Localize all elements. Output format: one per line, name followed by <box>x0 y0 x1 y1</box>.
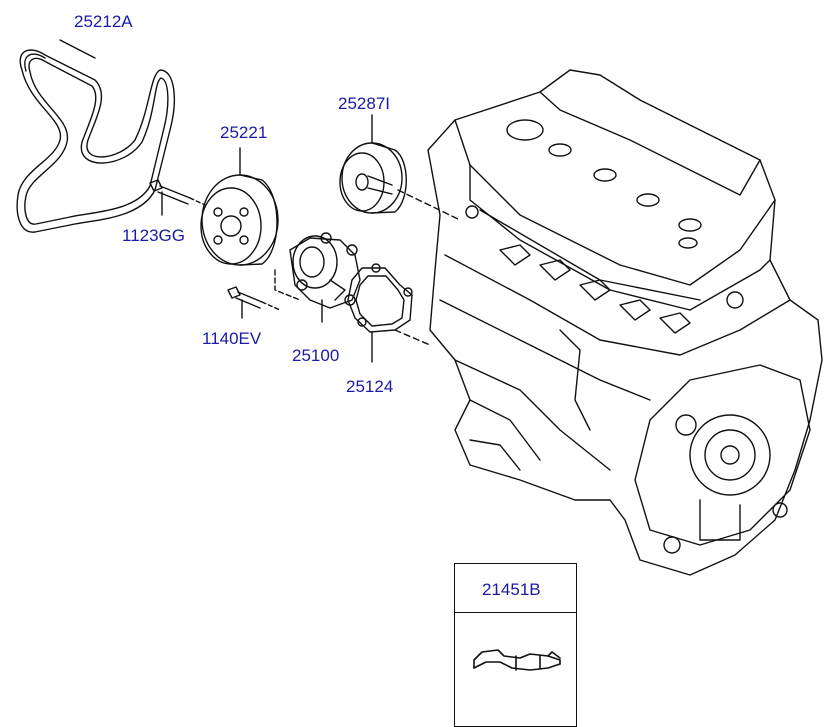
pulley-part-label: 25221 <box>220 123 268 142</box>
inset-divider <box>455 612 576 613</box>
inset-part-label: 21451B <box>482 580 541 599</box>
inset-part-drawing <box>473 649 561 671</box>
pump-pulley-drawing <box>200 147 279 266</box>
gasket-part-label: 25124 <box>346 377 394 396</box>
tensioner-pulley-drawing <box>339 114 461 221</box>
pump-bolt-part-label: 1140EV <box>202 329 262 348</box>
inset-box: 21451B <box>454 563 577 727</box>
gasket-drawing <box>347 263 431 363</box>
pulley-bolt-drawing <box>149 179 206 216</box>
water-pump-part-label: 25100 <box>292 346 340 365</box>
water-pump-drawing <box>274 232 361 323</box>
pump-bolt-drawing <box>227 286 281 319</box>
belt-leader-line <box>59 39 96 59</box>
tensioner-part-label: 25287I <box>338 94 390 113</box>
belt-part-label: 25212A <box>74 12 133 31</box>
engine-block-drawing <box>427 69 823 576</box>
drive-belt-drawing <box>16 49 175 233</box>
pulley-bolt-part-label: 1123GG <box>122 226 186 245</box>
